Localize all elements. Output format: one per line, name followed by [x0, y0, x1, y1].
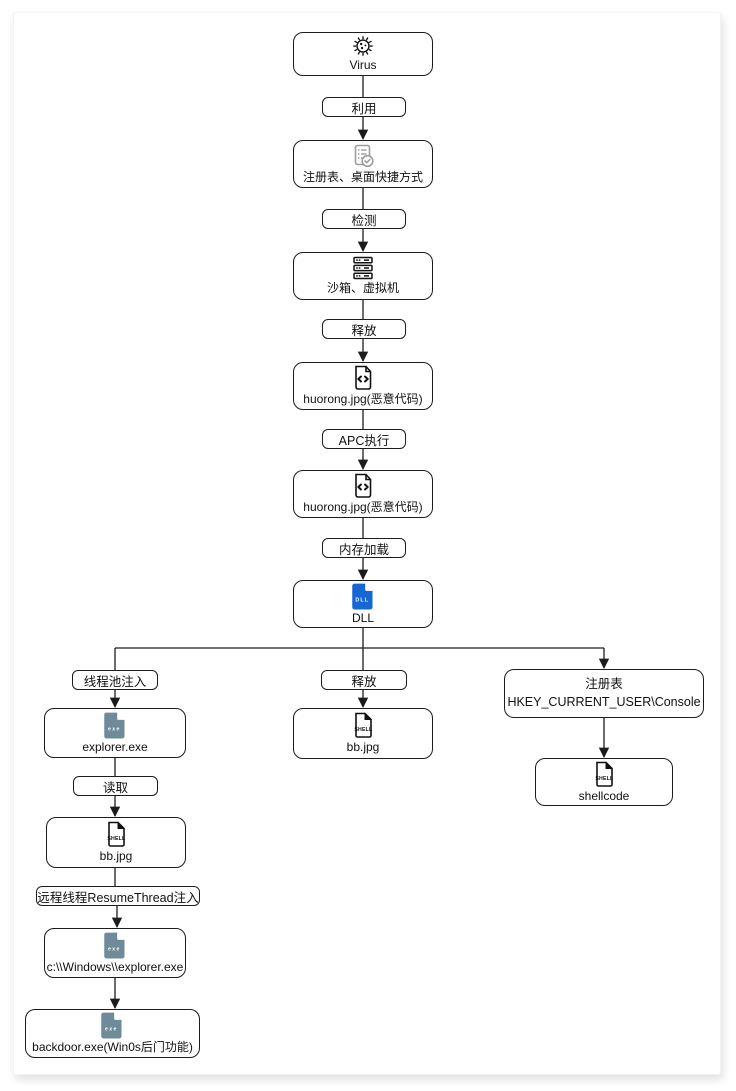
node-label: c:\\Windows\\explorer.exe — [46, 959, 184, 974]
node-huorong-2: huorong.jpg(恶意代码) — [293, 470, 433, 518]
node-label: DLL — [351, 610, 374, 625]
shell-icon-text: SHELL — [107, 836, 126, 842]
node-label: explorer.exe — [82, 739, 148, 754]
shell-file-icon: SHELL — [595, 760, 614, 787]
node-label: shellcode — [578, 788, 630, 803]
node-shellcode: SHELL shellcode — [535, 758, 673, 806]
server-icon — [353, 256, 373, 280]
node-windows-explorer-exe: exe c:\\Windows\\explorer.exe — [44, 928, 186, 978]
virus-icon — [353, 36, 373, 56]
dll-file-icon: DLL — [351, 583, 372, 609]
dll-icon-text: DLL — [355, 597, 369, 603]
node-label: huorong.jpg(恶意代码) — [303, 500, 423, 514]
node-bb-jpg-mid: SHELL bb.jpg — [293, 708, 433, 759]
exe-icon-text: exe — [105, 1027, 118, 1033]
exe-file-icon: exe — [103, 712, 124, 738]
node-dll: DLL DLL — [293, 580, 433, 628]
edge-label-apc-exec: APC执行 — [322, 429, 406, 449]
edge-label-read: 读取 — [73, 776, 158, 796]
edge-label-release-1: 释放 — [322, 319, 406, 339]
exe-icon-text: exe — [108, 726, 121, 732]
node-registry-console: 注册表 HKEY_CURRENT_USER\Console — [504, 669, 704, 718]
edge-label-release-2: 释放 — [321, 670, 407, 690]
node-label: 注册表、桌面快捷方式 — [302, 169, 423, 184]
exe-icon-text: exe — [108, 946, 121, 952]
node-label: Virus — [349, 58, 377, 72]
node-label: backdoor.exe(Win0s后门功能) — [32, 1040, 193, 1054]
node-huorong-1: huorong.jpg(恶意代码) — [293, 362, 433, 410]
node-label-line1: 注册表 — [585, 677, 623, 691]
shell-icon-text: SHELL — [354, 727, 373, 733]
shell-icon-text: SHELL — [595, 776, 614, 782]
node-label-line2: HKEY_CURRENT_USER\Console — [507, 695, 701, 709]
node-label: bb.jpg — [99, 849, 133, 863]
exe-file-icon: exe — [101, 1012, 122, 1039]
edge-label-threadpool-inject: 线程池注入 — [72, 670, 158, 690]
shell-file-icon: SHELL — [354, 712, 373, 738]
node-registry-shortcut: 注册表、桌面快捷方式 — [293, 140, 433, 188]
edge-label-exploit: 利用 — [322, 97, 406, 117]
node-explorer-exe: exe explorer.exe — [44, 708, 186, 758]
edge-label-memory-load: 内存加载 — [322, 538, 406, 558]
checklist-icon — [354, 144, 374, 167]
node-label: bb.jpg — [346, 740, 380, 754]
code-file-icon — [355, 473, 372, 498]
edge-label-resume-thread-inject: 远程线程ResumeThread注入 — [36, 886, 200, 906]
edge-label-detect: 检测 — [322, 209, 406, 229]
node-backdoor-exe: exe backdoor.exe(Win0s后门功能) — [25, 1009, 200, 1058]
code-file-icon — [355, 365, 372, 390]
node-bb-jpg-left: SHELL bb.jpg — [46, 817, 186, 868]
node-label: huorong.jpg(恶意代码) — [303, 392, 423, 406]
node-label: 沙箱、虚拟机 — [326, 281, 399, 295]
node-virus: Virus — [293, 32, 433, 76]
shell-file-icon: SHELL — [107, 821, 126, 847]
exe-file-icon: exe — [103, 932, 124, 958]
node-sandbox-vm: 沙箱、虚拟机 — [293, 252, 433, 300]
